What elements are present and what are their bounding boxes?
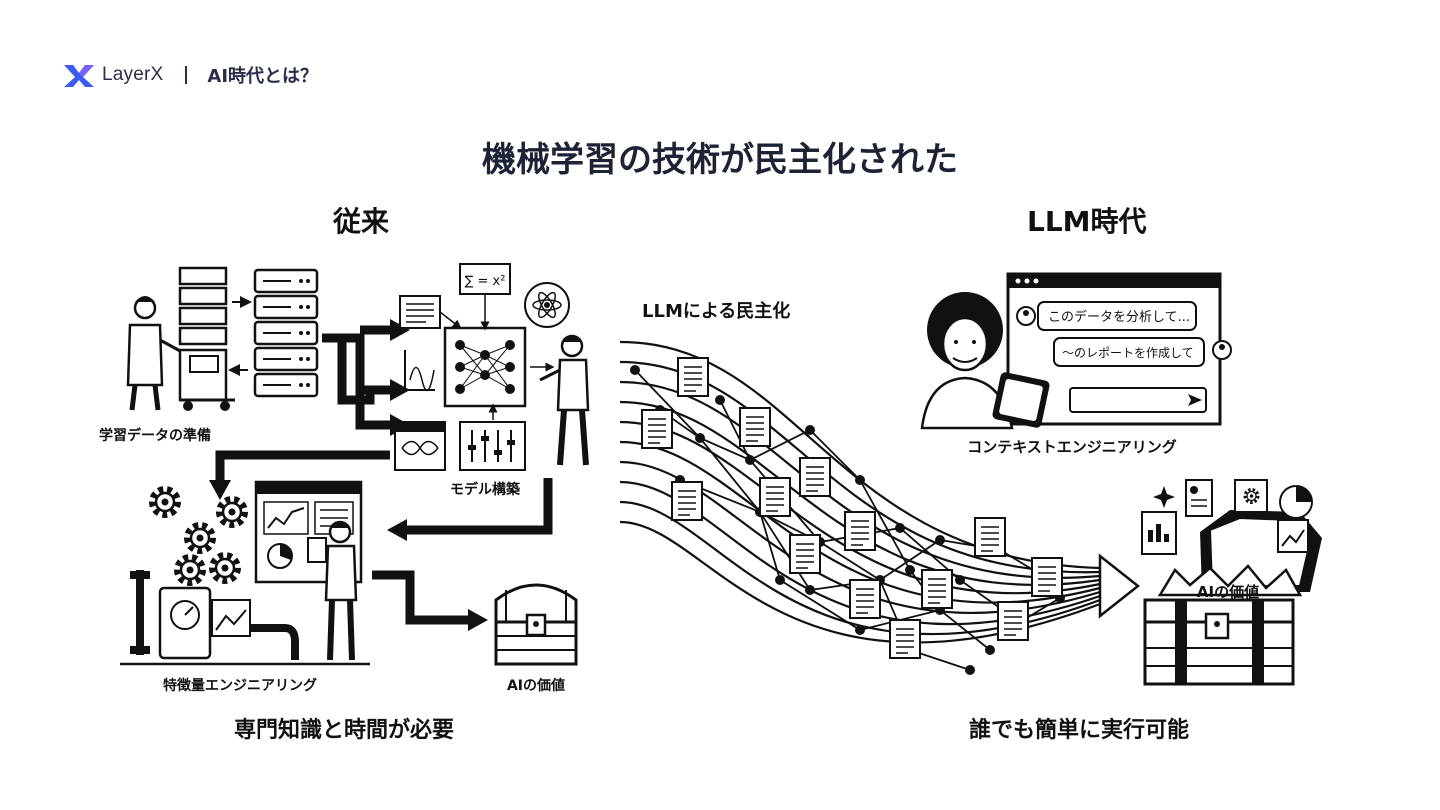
sparkle-icon: [1153, 486, 1175, 508]
caption-traditional: 専門知識と時間が必要: [234, 718, 455, 743]
header: LayerX AI時代とは？: [62, 60, 318, 90]
label-ai-value-right: AIの価値: [1197, 583, 1259, 601]
analyst-figure: [307, 520, 358, 661]
server-rack-icon: [253, 268, 319, 398]
page-title: 機械学習の技術が民主化された: [482, 140, 958, 180]
data-stack-icon: [178, 266, 228, 346]
engineer-figure: [539, 334, 590, 466]
label-feature-eng: 特徴量エンジニアリング: [163, 677, 317, 694]
chat-input-box: [1069, 387, 1207, 413]
formula-text: ∑ = x²: [465, 274, 506, 289]
caption-llm-era: 誰でも簡単に実行可能: [969, 718, 1190, 743]
comparison-illustration: 学習データの準備 ∑ = x²: [99, 263, 1322, 694]
header-divider: [185, 66, 188, 84]
treasure-chest-icon: [494, 583, 578, 666]
llm-era-workflow: LLMによる民主化: [619, 272, 1322, 686]
brand-name: LayerX: [102, 64, 164, 85]
traditional-workflow: 学習データの準備 ∑ = x²: [99, 263, 590, 694]
heading-llm-era: LLM時代: [1027, 205, 1147, 238]
network-nodes: [630, 365, 1065, 675]
scientist-figure: [126, 296, 235, 411]
heading-traditional: 従来: [333, 205, 390, 238]
chat-message-1: このデータを分析して...: [1048, 309, 1190, 325]
label-ai-value-left: AIの価値: [507, 677, 565, 694]
label-model-build: モデル構築: [450, 481, 521, 498]
flow-label: LLMによる民主化: [642, 300, 790, 322]
open-treasure-chest-icon: AIの価値: [1141, 479, 1322, 686]
label-context-eng: コンテキストエンジニアリング: [967, 438, 1177, 456]
send-icon: [1188, 394, 1202, 406]
model-building-diagram: ∑ = x²: [394, 263, 570, 471]
section-title: AI時代とは？: [207, 66, 319, 87]
chat-message-2: 〜のレポートを作成して: [1062, 346, 1194, 360]
layerx-logo-icon: [64, 65, 94, 87]
person-with-tablet: [920, 292, 1050, 430]
label-data-prep: 学習データの準備: [99, 427, 211, 444]
